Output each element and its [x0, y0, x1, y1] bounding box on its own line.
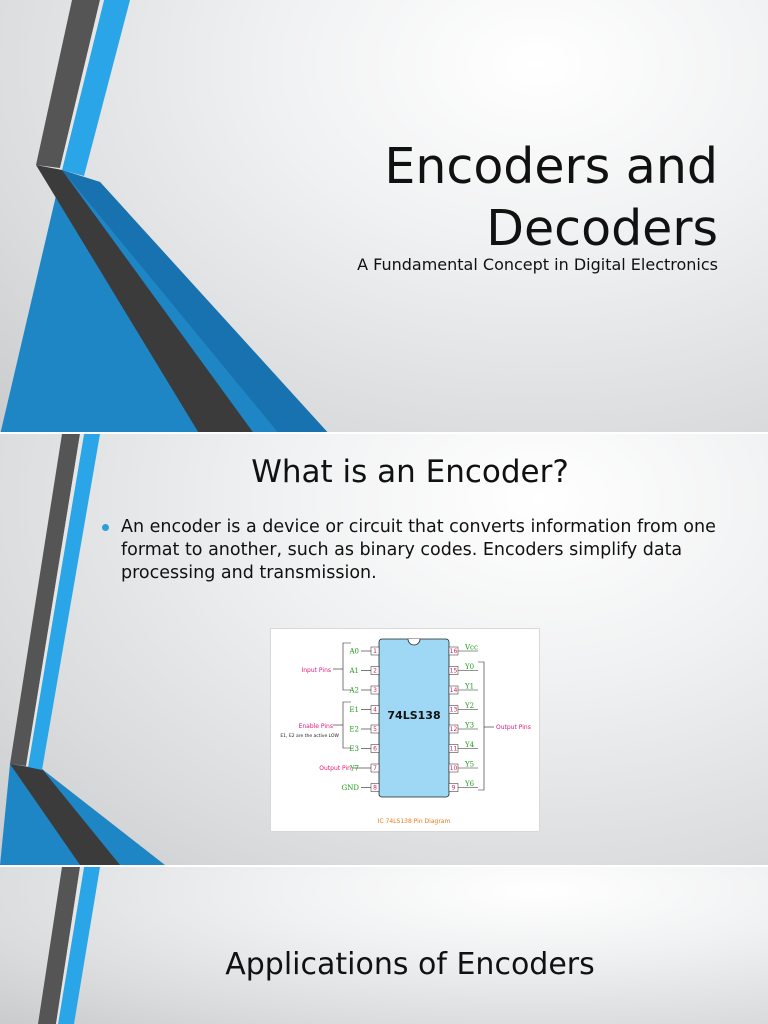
figure-caption: IC 74LS138 Pin Diagram: [378, 818, 451, 825]
left-pin-group: 1 A0 2 A1 3 A2 4 E1 5 E2 6 E3 7 Y7 8 GND: [342, 646, 380, 792]
pin-name: Y2: [464, 702, 474, 710]
chip-label: 74LS138: [387, 709, 440, 722]
bullet-item: An encoder is a device or circuit that c…: [100, 516, 720, 585]
pin-name: Y5: [464, 761, 474, 769]
pin-box: [370, 724, 380, 734]
pin-number: 13: [450, 707, 458, 714]
pin-box: [370, 744, 380, 753]
pin-number: 2: [373, 668, 377, 675]
bullet-list: An encoder is a device or circuit that c…: [100, 516, 720, 585]
pin-box: [448, 724, 459, 734]
output-pin-label: Output Pin: [319, 765, 351, 772]
pin-box: [448, 744, 459, 753]
title-slide: Encoders and Decoders A Fundamental Conc…: [0, 0, 768, 432]
bullet-dot-icon: [102, 524, 109, 531]
applications-slide: Applications of Encoders: [0, 867, 768, 1024]
pin-number: 8: [373, 785, 377, 792]
pin-number: 9: [452, 785, 456, 792]
left-pin-row: 8 GND: [342, 783, 380, 792]
left-pin-row: 5 E2: [349, 724, 380, 734]
slide-title: What is an Encoder?: [251, 454, 569, 490]
input-pins-label: Input Pins: [301, 667, 331, 674]
pin-box: [370, 666, 380, 675]
pin-name: Y7: [349, 765, 359, 773]
right-pin-row: 16 Vcc: [448, 644, 478, 656]
pin-name: A2: [348, 687, 359, 695]
right-pin-row: 13 Y2: [448, 702, 478, 714]
pin-number: 15: [450, 668, 458, 675]
left-pin-row: 2 A1: [348, 666, 380, 675]
pin-name: Y1: [464, 683, 474, 691]
pin-number: 1: [373, 648, 377, 655]
enable-note: E1, E2 are the active LOW: [280, 733, 339, 739]
pin-number: 16: [450, 648, 458, 655]
pin-box: [370, 705, 380, 714]
right-pin-row: 14 Y1: [448, 683, 478, 695]
decorative-stripes: [0, 434, 165, 865]
left-pin-row: 4 E1: [349, 705, 380, 714]
slide-subtitle: A Fundamental Concept in Digital Electro…: [357, 255, 718, 274]
output-pins-label: Output Pins: [496, 724, 531, 731]
pin-number: 12: [450, 726, 458, 733]
pin-box: [448, 783, 459, 792]
decorative-stripes: [0, 0, 328, 432]
pin-box: [448, 685, 459, 695]
pin-number: 4: [373, 707, 377, 714]
pin-box: [370, 685, 380, 695]
pin-number: 10: [450, 765, 458, 772]
pin-name: Y3: [464, 722, 474, 730]
pin-name: GND: [342, 784, 360, 792]
left-pin-row: 1 A0: [348, 646, 380, 656]
pin-name: E2: [349, 726, 359, 734]
left-pin-row: 3 A2: [348, 685, 380, 695]
right-pin-row: 9 Y6: [448, 780, 478, 792]
right-pin-row: 15 Y0: [448, 663, 478, 675]
pin-box: [370, 646, 380, 656]
pin-name: E1: [349, 706, 359, 714]
decorative-stripes: [38, 867, 100, 1024]
right-pin-row: 10 Y5: [448, 761, 478, 773]
output-bracket: [478, 661, 485, 791]
chip-notch-icon: [407, 638, 421, 646]
pin-name: Y4: [464, 741, 475, 749]
pin-name: A1: [348, 667, 359, 675]
pin-name: E3: [349, 745, 359, 753]
input-bracket: [342, 642, 351, 691]
pin-number: 5: [373, 726, 377, 733]
pin-box: [448, 646, 459, 656]
pin-number: 7: [373, 765, 377, 772]
slide-title-line2: Decoders: [486, 200, 718, 257]
encoder-slide: What is an Encoder? An encoder is a devi…: [0, 434, 768, 865]
slide-title: Applications of Encoders: [225, 947, 595, 982]
right-pin-row: 11 Y4: [448, 741, 478, 753]
pin-box: [370, 783, 380, 792]
right-pin-group: 16 Vcc 15 Y0 14 Y1 13 Y2 12 Y3 11 Y4 10 Y5 9 Y6: [448, 644, 478, 792]
slide-title: Encoders and Decoders: [218, 136, 718, 260]
pin-box: [370, 763, 380, 773]
pin-name: Y6: [464, 780, 475, 788]
pin-number: 11: [450, 746, 458, 753]
pin-box: [448, 763, 459, 773]
pin-number: 3: [373, 687, 377, 694]
pin-box: [448, 705, 459, 714]
bullet-text: An encoder is a device or circuit that c…: [121, 517, 716, 583]
left-pin-row: 7 Y7: [349, 763, 380, 773]
slide-title-line1: Encoders and: [384, 138, 718, 195]
pin-name: Vcc: [464, 644, 478, 652]
pin-box: [448, 666, 459, 675]
right-pin-row: 12 Y3: [448, 722, 478, 734]
pin-name: A0: [348, 648, 359, 656]
pin-name: Y0: [464, 663, 474, 671]
left-pin-row: 6 E3: [349, 744, 380, 753]
enable-pins-label: Enable Pins: [299, 723, 333, 730]
pin-number: 14: [450, 687, 458, 694]
pin-number: 6: [373, 746, 377, 753]
